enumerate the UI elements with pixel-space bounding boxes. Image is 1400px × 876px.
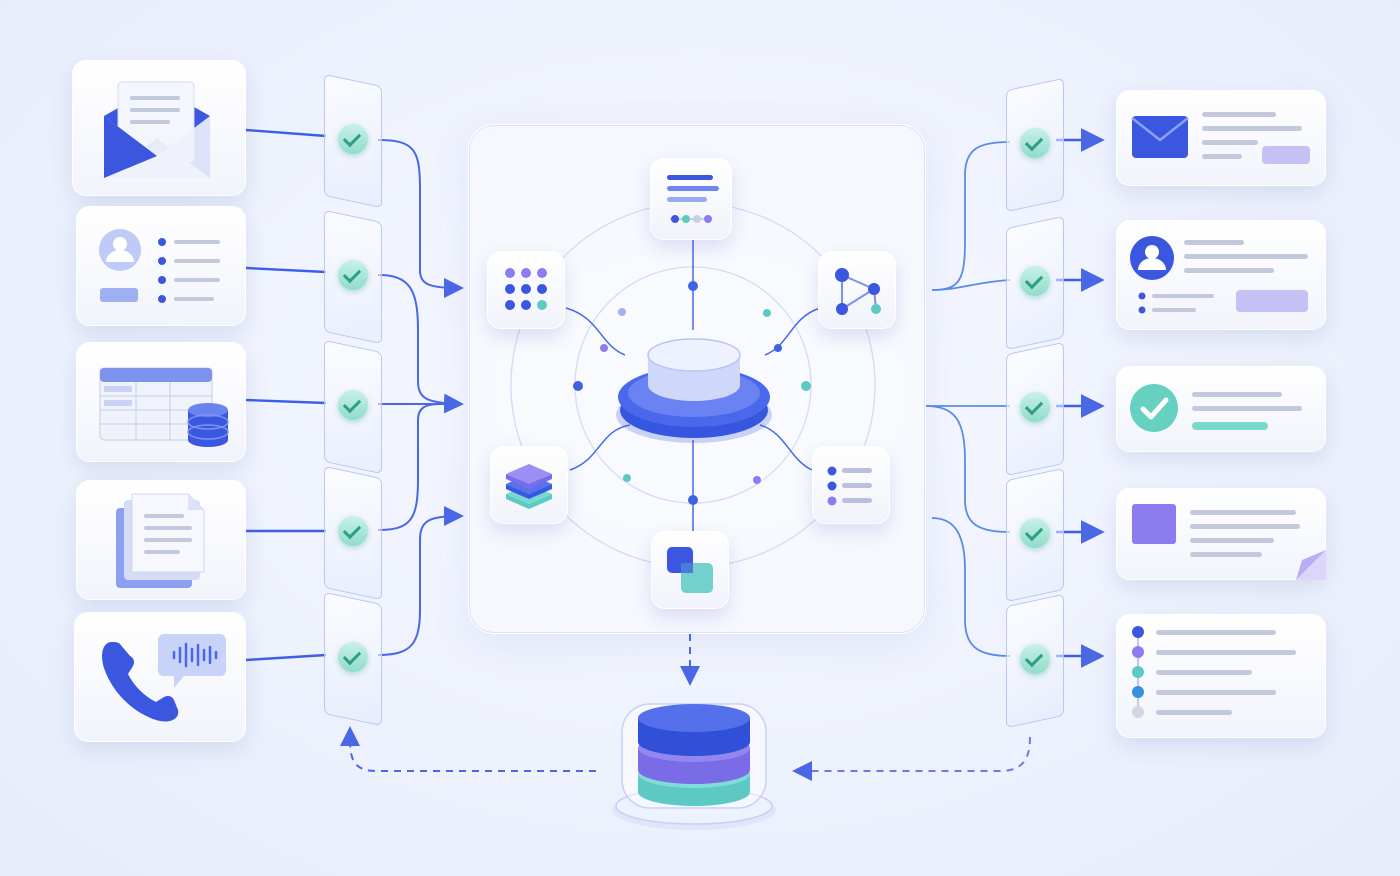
overlapping-squares-icon bbox=[667, 547, 713, 593]
validation-gate-left-2 bbox=[324, 209, 382, 345]
output-card-email bbox=[1116, 90, 1326, 186]
layers-stack-icon bbox=[506, 464, 552, 509]
check-icon bbox=[1020, 128, 1050, 158]
checklist-icon bbox=[827, 466, 872, 506]
validation-gate-right-4 bbox=[1006, 467, 1064, 603]
timeline-icon bbox=[1132, 626, 1296, 718]
check-icon bbox=[338, 516, 368, 546]
check-icon bbox=[338, 260, 368, 290]
output-card-profile bbox=[1116, 220, 1326, 330]
validation-gate-right-2 bbox=[1006, 215, 1064, 351]
output-card-success bbox=[1116, 366, 1326, 452]
storage-database bbox=[608, 688, 780, 838]
input-card-spreadsheet bbox=[76, 342, 246, 462]
network-graph-icon bbox=[835, 268, 881, 315]
documents-icon bbox=[116, 493, 205, 588]
validation-gate-right-5 bbox=[1006, 593, 1064, 729]
validation-gate-left-5 bbox=[324, 591, 382, 727]
check-icon bbox=[1020, 392, 1050, 422]
output-card-document bbox=[1116, 488, 1326, 580]
output-card-timeline bbox=[1116, 614, 1326, 738]
input-card-documents bbox=[76, 480, 246, 600]
hub-node-layers bbox=[490, 446, 568, 524]
check-icon bbox=[338, 124, 368, 154]
hub-node-overlap bbox=[651, 531, 729, 609]
validation-gate-left-4 bbox=[324, 465, 382, 601]
check-icon bbox=[338, 642, 368, 672]
email-message-icon bbox=[1131, 112, 1310, 164]
document-list-icon bbox=[667, 175, 719, 223]
validation-gate-right-1 bbox=[1006, 77, 1064, 213]
document-page-icon bbox=[1132, 504, 1326, 580]
success-check-icon bbox=[1130, 384, 1302, 432]
hub-node-document-list bbox=[650, 158, 732, 240]
check-icon bbox=[1020, 266, 1050, 296]
input-card-contact bbox=[76, 206, 246, 326]
validation-gate-left-1 bbox=[324, 73, 382, 209]
hub-node-grid bbox=[487, 251, 565, 329]
validation-gate-left-3 bbox=[324, 339, 382, 475]
database-stack-icon bbox=[612, 703, 776, 830]
hub-node-network bbox=[818, 251, 896, 329]
check-icon bbox=[1020, 644, 1050, 674]
hub-node-checklist bbox=[812, 446, 890, 524]
user-profile-icon bbox=[1130, 236, 1308, 314]
validation-gate-right-3 bbox=[1006, 341, 1064, 477]
input-card-phone-voice bbox=[74, 612, 246, 742]
spreadsheet-database-icon bbox=[99, 367, 229, 447]
check-icon bbox=[338, 390, 368, 420]
email-icon bbox=[104, 81, 210, 178]
central-platform-icon bbox=[616, 338, 772, 443]
phone-voice-icon bbox=[102, 634, 226, 722]
input-card-email bbox=[72, 60, 246, 196]
grid-dots-icon bbox=[505, 268, 547, 310]
check-icon bbox=[1020, 518, 1050, 548]
contact-profile-icon bbox=[99, 229, 220, 303]
